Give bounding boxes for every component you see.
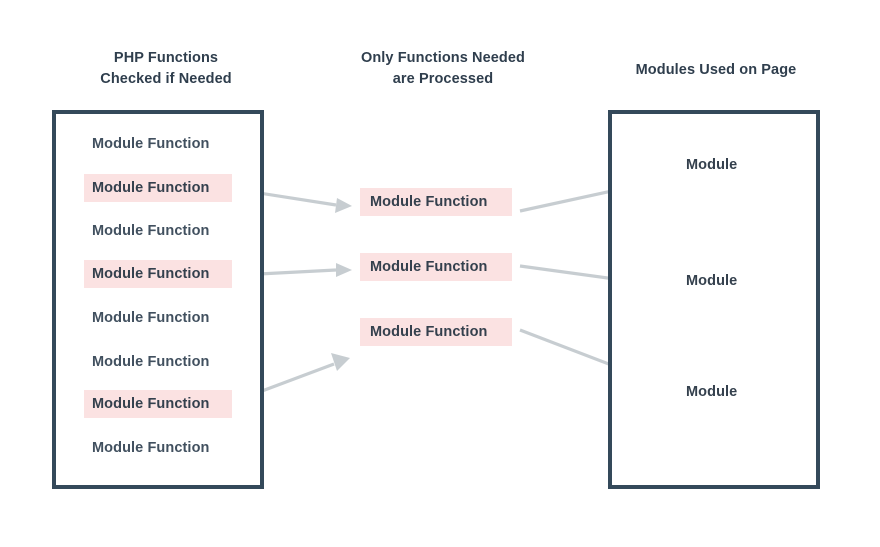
left-function-row-7[interactable]: Module Function [84, 390, 232, 418]
module-row-2[interactable]: Module [686, 273, 738, 289]
left-function-row-5[interactable]: Module Function [92, 310, 210, 326]
module-row-1[interactable]: Module [686, 157, 738, 173]
left-function-row-3[interactable]: Module Function [92, 223, 210, 239]
left-function-row-8[interactable]: Module Function [92, 440, 210, 456]
connector-left-2-arrowhead [336, 263, 352, 277]
left-function-row-1[interactable]: Module Function [92, 136, 210, 152]
column-title-left: PHP Functions Checked if Needed [100, 50, 232, 87]
left-function-row-2[interactable]: Module Function [84, 174, 232, 202]
modules-used-container [608, 110, 820, 489]
connector-left-1-arrowhead [335, 198, 352, 213]
middle-function-row-1[interactable]: Module Function [360, 188, 512, 216]
connector-left-3-arrowhead [331, 353, 350, 371]
middle-function-row-3[interactable]: Module Function [360, 318, 512, 346]
left-function-row-6[interactable]: Module Function [92, 354, 210, 370]
left-function-row-4[interactable]: Module Function [84, 260, 232, 288]
middle-function-row-2[interactable]: Module Function [360, 253, 512, 281]
module-row-3[interactable]: Module [686, 384, 738, 400]
column-title-right: Modules Used on Page [635, 62, 797, 78]
php-functions-container [52, 110, 264, 489]
column-title-middle: Only Functions Needed are Processed [360, 50, 526, 87]
